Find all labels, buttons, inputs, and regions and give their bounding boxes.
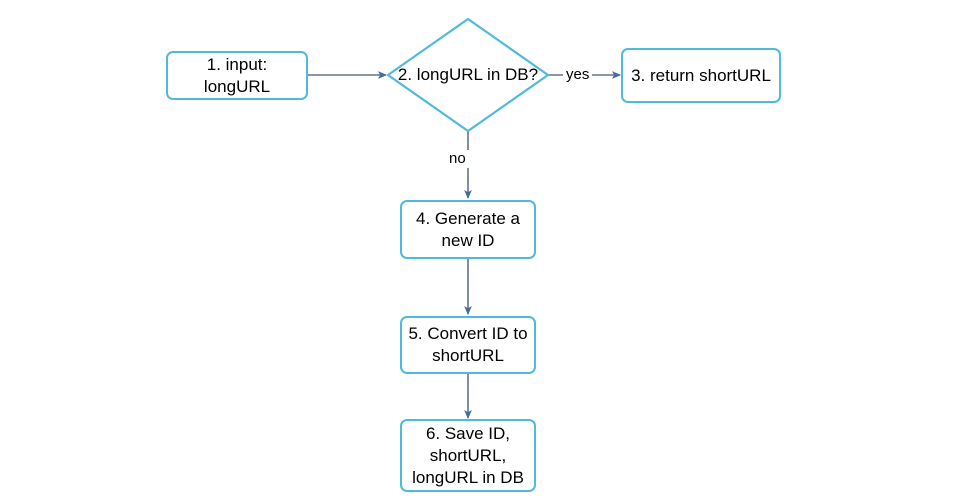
node-generate-new-id-label: 4. Generate a new ID bbox=[416, 208, 520, 250]
node-return-shorturl-label: 3. return shortURL bbox=[631, 65, 771, 85]
node-decision-longurl-in-db[interactable]: 2. longURL in DB? bbox=[386, 17, 550, 133]
node-save-to-db-label: 6. Save ID, shortURL, longURL in DB bbox=[412, 423, 524, 487]
node-decision-longurl-in-db-label: 2. longURL in DB? bbox=[397, 65, 539, 84]
diamond-shape bbox=[386, 17, 550, 133]
edge-label-yes: yes bbox=[563, 66, 593, 84]
node-input-longurl[interactable]: 1. input: longURL bbox=[166, 51, 308, 100]
node-convert-id-to-shorturl[interactable]: 5. Convert ID to shortURL bbox=[400, 316, 536, 374]
node-return-shorturl[interactable]: 3. return shortURL bbox=[621, 48, 781, 103]
node-input-longurl-label: 1. input: longURL bbox=[203, 54, 271, 96]
edge-label-no: no bbox=[446, 150, 469, 168]
node-generate-new-id[interactable]: 4. Generate a new ID bbox=[400, 200, 536, 259]
node-convert-id-to-shorturl-label: 5. Convert ID to shortURL bbox=[408, 324, 528, 365]
node-save-to-db[interactable]: 6. Save ID, shortURL, longURL in DB bbox=[400, 419, 536, 492]
